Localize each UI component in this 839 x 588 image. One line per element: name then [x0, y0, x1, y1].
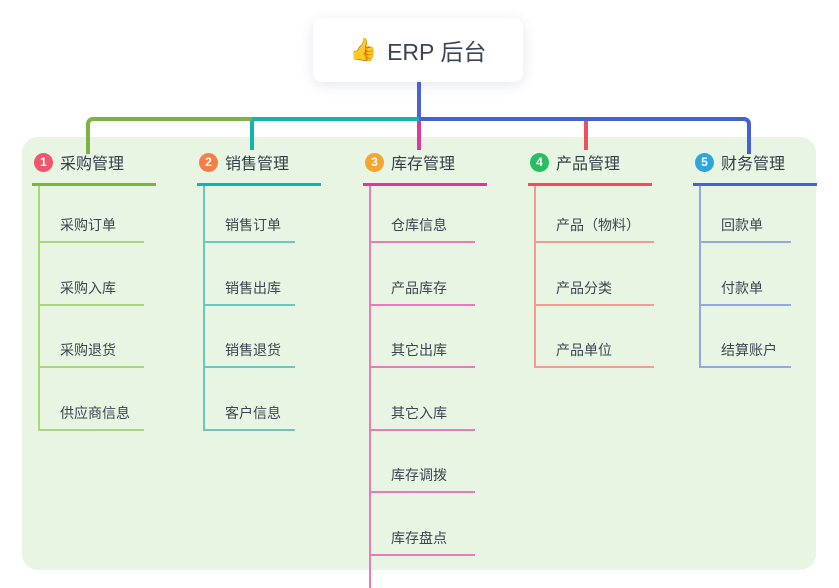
branch-label: 财务管理 — [721, 156, 786, 173]
child-node[interactable]: 客户信息 — [205, 368, 295, 431]
branch-number-badge: 3 — [365, 152, 384, 172]
branch-header[interactable]: 3 库存管理 — [363, 150, 487, 186]
child-node[interactable]: 采购退货 — [40, 306, 144, 368]
child-node[interactable]: 其它入库 — [371, 368, 475, 431]
branch-3: 3 库存管理仓库信息产品库存其它出库其它入库库存调拨库存盘点出库库明细 — [363, 150, 487, 588]
branch-header[interactable]: 5 财务管理 — [693, 150, 817, 186]
branch-header[interactable]: 2 销售管理 — [197, 150, 321, 186]
connector-drop-branch-4 — [584, 121, 588, 150]
child-node[interactable]: 结算账户 — [701, 306, 791, 368]
connector-root-stub — [417, 82, 421, 119]
branch-children: 采购订单采购入库采购退货供应商信息 — [38, 186, 144, 431]
branch-2: 2 销售管理销售订单销售出库销售退货客户信息 — [197, 150, 321, 431]
child-node[interactable]: 销售订单 — [205, 186, 295, 243]
child-node[interactable]: 销售出库 — [205, 243, 295, 306]
root-title: ERP 后台 — [387, 39, 487, 65]
thumbs-up-icon: 👍 — [349, 37, 378, 62]
branch-label: 库存管理 — [391, 156, 456, 173]
branch-number-badge: 2 — [199, 152, 218, 172]
child-node[interactable]: 采购订单 — [40, 186, 144, 243]
connector-drop-branch-3 — [417, 121, 421, 150]
child-node[interactable]: 产品单位 — [536, 306, 654, 368]
child-node[interactable]: 产品分类 — [536, 243, 654, 306]
connector-drop-branch-2 — [250, 121, 254, 150]
child-node[interactable]: 产品（物料） — [536, 186, 654, 243]
branch-1: 1 采购管理采购订单采购入库采购退货供应商信息 — [32, 150, 156, 431]
branch-label: 销售管理 — [225, 156, 290, 173]
child-node[interactable]: 回款单 — [701, 186, 791, 243]
child-node[interactable]: 采购入库 — [40, 243, 144, 306]
connector-segment-branch-2 — [252, 117, 419, 121]
branch-number-badge: 1 — [34, 152, 53, 172]
child-node[interactable]: 供应商信息 — [40, 368, 144, 431]
branch-children: 仓库信息产品库存其它出库其它入库库存调拨库存盘点出库库明细 — [369, 186, 475, 588]
branch-header[interactable]: 4 产品管理 — [528, 150, 652, 186]
branch-children: 销售订单销售出库销售退货客户信息 — [203, 186, 295, 431]
branches-panel — [22, 137, 816, 570]
branch-header[interactable]: 1 采购管理 — [32, 150, 156, 186]
branch-label: 产品管理 — [556, 156, 621, 173]
branch-children: 回款单付款单结算账户 — [699, 186, 791, 368]
child-node[interactable]: 销售退货 — [205, 306, 295, 368]
child-node[interactable]: 库存盘点 — [371, 493, 475, 556]
child-node[interactable]: 仓库信息 — [371, 186, 475, 243]
branch-label: 采购管理 — [60, 156, 125, 173]
child-node[interactable]: 产品库存 — [371, 243, 475, 306]
child-node[interactable]: 付款单 — [701, 243, 791, 306]
branch-children: 产品（物料）产品分类产品单位 — [534, 186, 654, 368]
branch-number-badge: 4 — [530, 152, 549, 172]
branch-number-badge: 5 — [695, 152, 714, 172]
connector-elbow-branch-1 — [86, 117, 252, 154]
child-node[interactable]: 出库库明细 — [371, 556, 475, 588]
branch-5: 5 财务管理回款单付款单结算账户 — [693, 150, 817, 368]
child-node[interactable]: 其它出库 — [371, 306, 475, 368]
branch-4: 4 产品管理产品（物料）产品分类产品单位 — [528, 150, 654, 368]
connector-elbow-branch-5 — [419, 117, 751, 154]
root-node[interactable]: 👍 ERP 后台 — [313, 18, 523, 82]
child-node[interactable]: 库存调拨 — [371, 431, 475, 493]
